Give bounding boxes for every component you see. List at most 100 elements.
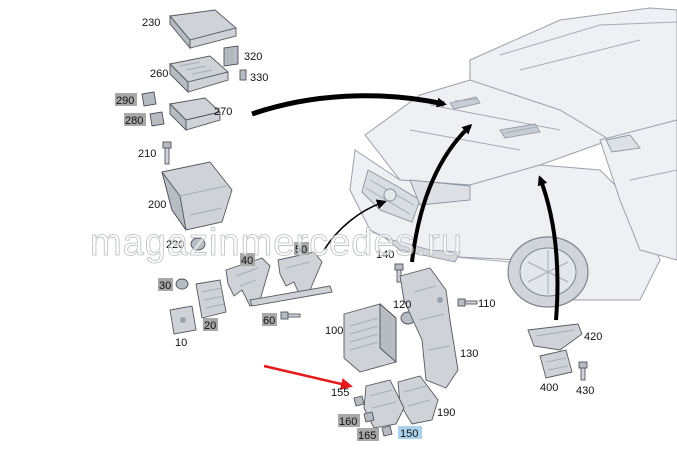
svg-text:430: 430 — [576, 385, 594, 397]
part-330-fuse — [239, 69, 247, 81]
callout-155: 155 — [331, 387, 349, 399]
svg-text:290: 290 — [116, 95, 134, 107]
part-320-relay — [223, 45, 239, 67]
svg-text:220: 220 — [166, 239, 184, 251]
svg-text:110: 110 — [478, 298, 496, 310]
svg-text:10: 10 — [175, 337, 187, 349]
svg-text:30: 30 — [159, 280, 171, 292]
svg-text:190: 190 — [437, 407, 455, 419]
part-30-grommet — [175, 278, 189, 290]
svg-text:60: 60 — [263, 315, 275, 327]
part-20-module — [195, 279, 227, 319]
svg-text:140: 140 — [376, 249, 394, 261]
arrow-420-to-wheelarch — [537, 175, 560, 321]
part-420-bracket — [527, 323, 583, 351]
callout-120: 120 — [393, 299, 411, 311]
svg-text:280: 280 — [125, 115, 143, 127]
part-165-clip — [381, 425, 393, 437]
callout-140: 140 — [376, 249, 394, 261]
hood-vent-left — [449, 96, 481, 110]
svg-text:100: 100 — [325, 325, 343, 337]
part-280-clip — [149, 111, 165, 127]
part-220-grommet — [190, 237, 206, 251]
callout-10: 10 — [175, 337, 187, 349]
callout-165: 165 — [357, 428, 379, 442]
part-260-fuse-carrier — [169, 55, 229, 94]
watermark-text: magazinmercedes.ru — [90, 222, 463, 264]
svg-text:200: 200 — [148, 199, 166, 211]
svg-text:420: 420 — [584, 331, 602, 343]
callout-260: 260 — [150, 68, 168, 80]
part-210-bolt — [162, 141, 172, 165]
callout-20: 20 — [203, 318, 218, 332]
part-140-bolt — [394, 263, 404, 283]
part-160-clip — [363, 411, 375, 423]
svg-text:165: 165 — [358, 430, 376, 442]
callout-60: 60 — [262, 313, 277, 327]
svg-text:320: 320 — [244, 51, 262, 63]
part-230-fusebox-cover — [169, 9, 237, 50]
svg-text:270: 270 — [214, 106, 232, 118]
part-155-clip — [353, 395, 365, 407]
part-10-module — [169, 305, 197, 335]
callout-210: 210 — [138, 148, 156, 160]
part-430-bolt — [578, 361, 588, 381]
callout-220: 220 — [166, 239, 184, 251]
svg-text:260: 260 — [150, 68, 168, 80]
callout-270: 270 — [214, 106, 232, 118]
callout-320: 320 — [244, 51, 262, 63]
part-290-clip — [141, 91, 157, 107]
callout-330: 330 — [250, 72, 268, 84]
part-100-control-unit — [343, 303, 397, 373]
part-130-mounting-bracket — [399, 267, 459, 389]
svg-text:150: 150 — [400, 428, 418, 440]
svg-text:155: 155 — [331, 387, 349, 399]
part-190-bracket — [397, 375, 439, 425]
callout-230: 230 — [142, 17, 160, 29]
svg-text:40: 40 — [241, 255, 253, 267]
front-wheel — [507, 236, 589, 308]
arrow-bracket-to-engine-bay — [410, 123, 473, 263]
callout-130: 130 — [460, 348, 478, 360]
svg-text:160: 160 — [339, 416, 357, 428]
part-200-housing — [161, 161, 233, 231]
callout-40: 40 — [240, 253, 255, 267]
callout-280: 280 — [124, 113, 146, 127]
callout-50: 50 — [294, 242, 309, 256]
callout-100: 100 — [325, 325, 343, 337]
callout-150: 150 — [398, 426, 422, 440]
svg-text:50: 50 — [295, 244, 307, 256]
arrow-red-pointer — [263, 364, 353, 390]
part-400-unit — [539, 349, 573, 379]
callout-400: 400 — [540, 382, 558, 394]
callout-420: 420 — [584, 331, 602, 343]
svg-text:130: 130 — [460, 348, 478, 360]
callout-30: 30 — [158, 278, 173, 292]
callout-200: 200 — [148, 199, 166, 211]
part-110-bolt — [457, 298, 478, 307]
svg-text:20: 20 — [204, 320, 216, 332]
part-cross-bar — [249, 285, 333, 307]
vehicle-illustration — [349, 7, 677, 308]
hood-vent-right — [499, 123, 541, 139]
part-60-bolt — [280, 311, 301, 320]
part-270-fuse-carrier — [169, 97, 221, 132]
part-150-module — [363, 379, 405, 429]
svg-text:330: 330 — [250, 72, 268, 84]
callout-110: 110 — [478, 298, 496, 310]
svg-text:210: 210 — [138, 148, 156, 160]
callout-labels: 230 320 260 330 290 270 280 210 200 220 … — [115, 17, 602, 442]
callout-430: 430 — [576, 385, 594, 397]
arrow-fusebox-to-cowl — [251, 93, 447, 117]
svg-text:120: 120 — [393, 299, 411, 311]
part-40-bracket — [225, 257, 271, 307]
callout-190: 190 — [437, 407, 455, 419]
callout-290: 290 — [115, 93, 137, 107]
callout-160: 160 — [338, 414, 360, 428]
parts-group — [141, 9, 588, 437]
arrow-module-to-front — [323, 199, 387, 251]
svg-text:230: 230 — [142, 17, 160, 29]
arrows — [251, 93, 560, 390]
